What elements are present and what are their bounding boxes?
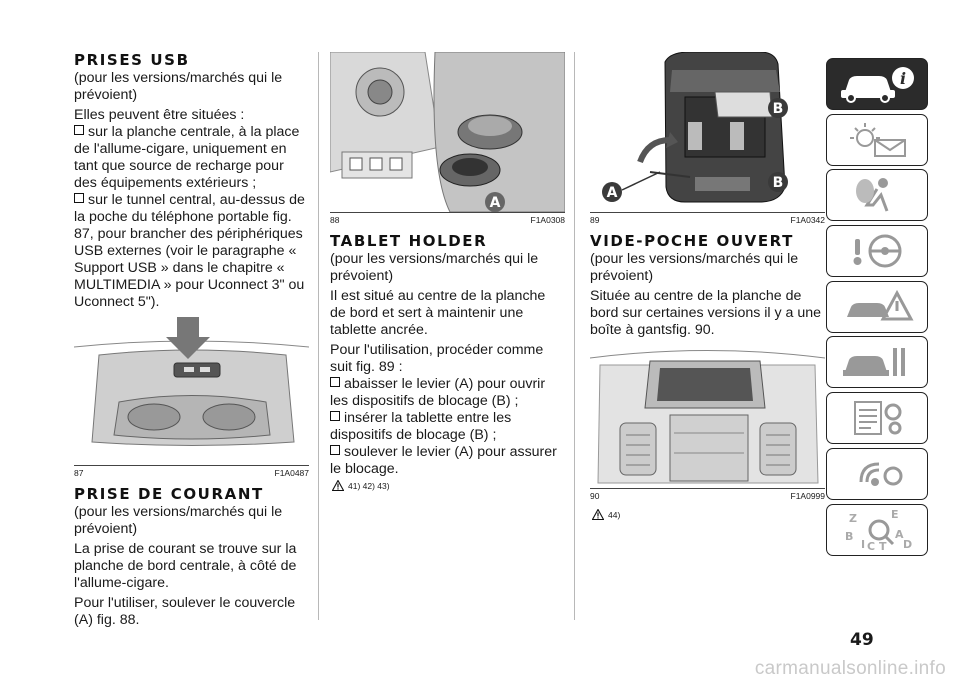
paragraph: Située au centre de la planche de bord s… (590, 288, 822, 338)
figure-label-a: A (490, 195, 501, 211)
tab-safety[interactable] (826, 169, 928, 222)
figure-label-a: A (607, 185, 618, 201)
column-divider (318, 52, 319, 620)
chapter-tab-rail: i (826, 58, 928, 559)
power-outlet-illustration: A (330, 52, 565, 212)
section-title-power-outlet: PRISE DE COURANT (74, 485, 264, 503)
tab-emergency[interactable] (826, 280, 928, 333)
tab-technical-data[interactable] (826, 392, 928, 445)
svg-text:B: B (845, 530, 853, 543)
safety-airbag-icon (856, 178, 889, 212)
watermark: carmanualsonline.info (754, 658, 946, 679)
tab-maintenance[interactable] (826, 336, 928, 389)
section-title-glove-box: VIDE-POCHE OUVERT (590, 232, 794, 250)
section-title-tablet-holder: TABLET HOLDER (330, 232, 488, 250)
paragraph: Elles peuvent être situées : (74, 107, 245, 123)
svg-text:E: E (891, 508, 899, 521)
tab-car-info[interactable]: i (826, 58, 928, 110)
bullet-item: insérer la tablette entre les dispositif… (330, 410, 512, 443)
multimedia-icon (859, 462, 903, 486)
driving-steering-icon (853, 234, 902, 268)
svg-text:C: C (867, 540, 875, 552)
tablet-holder-illustration: B B A (590, 52, 825, 212)
checkbox-bullet-icon (330, 411, 340, 421)
tab-multimedia[interactable] (826, 447, 928, 500)
svg-text:i: i (900, 69, 906, 88)
paragraph: (pour les versions/marchés qui le prévoi… (74, 70, 283, 103)
column-divider (574, 52, 575, 620)
usb-port-illustration (74, 317, 309, 465)
car-info-icon: i (841, 67, 914, 103)
figure-label-b-2: B (773, 175, 784, 191)
column-1: PRISES USB (pour les versions/marchés qu… (74, 52, 309, 632)
checkbox-bullet-icon (74, 193, 84, 203)
dashboard-lights-icon (850, 122, 906, 157)
checkbox-bullet-icon (330, 445, 340, 455)
svg-text:D: D (903, 538, 912, 551)
checkbox-bullet-icon (330, 377, 340, 387)
bullet-item: sur la planche centrale, à la place de l… (74, 124, 300, 191)
paragraph: (pour les versions/marchés qui le prévoi… (330, 251, 539, 284)
index-icon: Z E B A I C T D (845, 508, 912, 552)
warning-reference: 41) 42) 43) (332, 480, 565, 491)
paragraph: (pour les versions/marchés qui le prévoi… (74, 504, 283, 537)
svg-text:I: I (861, 538, 865, 551)
paragraph: Il est situé au centre de la planche de … (330, 288, 546, 338)
bullet-item: soulever le levier (A) pour assurer le b… (330, 444, 557, 477)
bullet-item: abaisser le levier (A) pour ouvrir les d… (330, 376, 546, 409)
figure-label-b: B (773, 101, 784, 117)
warning-triangle-icon (592, 509, 604, 520)
technical-data-icon (854, 401, 902, 436)
storage-compartment-illustration (590, 343, 825, 488)
tab-index[interactable]: Z E B A I C T D (826, 503, 928, 556)
page-number: 49 (850, 630, 874, 650)
svg-text:T: T (879, 540, 887, 552)
tab-dashboard-lights[interactable] (826, 113, 928, 166)
paragraph: (pour les versions/marchés qui le prévoi… (590, 251, 799, 284)
svg-text:Z: Z (849, 512, 857, 525)
checkbox-bullet-icon (74, 125, 84, 135)
tab-driving[interactable] (826, 225, 928, 278)
emergency-icon (847, 289, 914, 321)
paragraph: La prise de courant se trouve sur la pla… (74, 541, 297, 591)
svg-text:A: A (895, 528, 904, 541)
maintenance-icon (843, 348, 905, 377)
paragraph: Pour l'utilisation, procéder comme suit … (330, 342, 544, 375)
section-title-usb: PRISES USB (74, 51, 190, 69)
paragraph: Pour l'utiliser, soulever le couvercle (… (74, 595, 296, 628)
warning-reference: 44) (592, 509, 825, 520)
warning-triangle-icon (332, 480, 344, 491)
bullet-item: sur le tunnel central, au-dessus de la p… (74, 192, 305, 310)
